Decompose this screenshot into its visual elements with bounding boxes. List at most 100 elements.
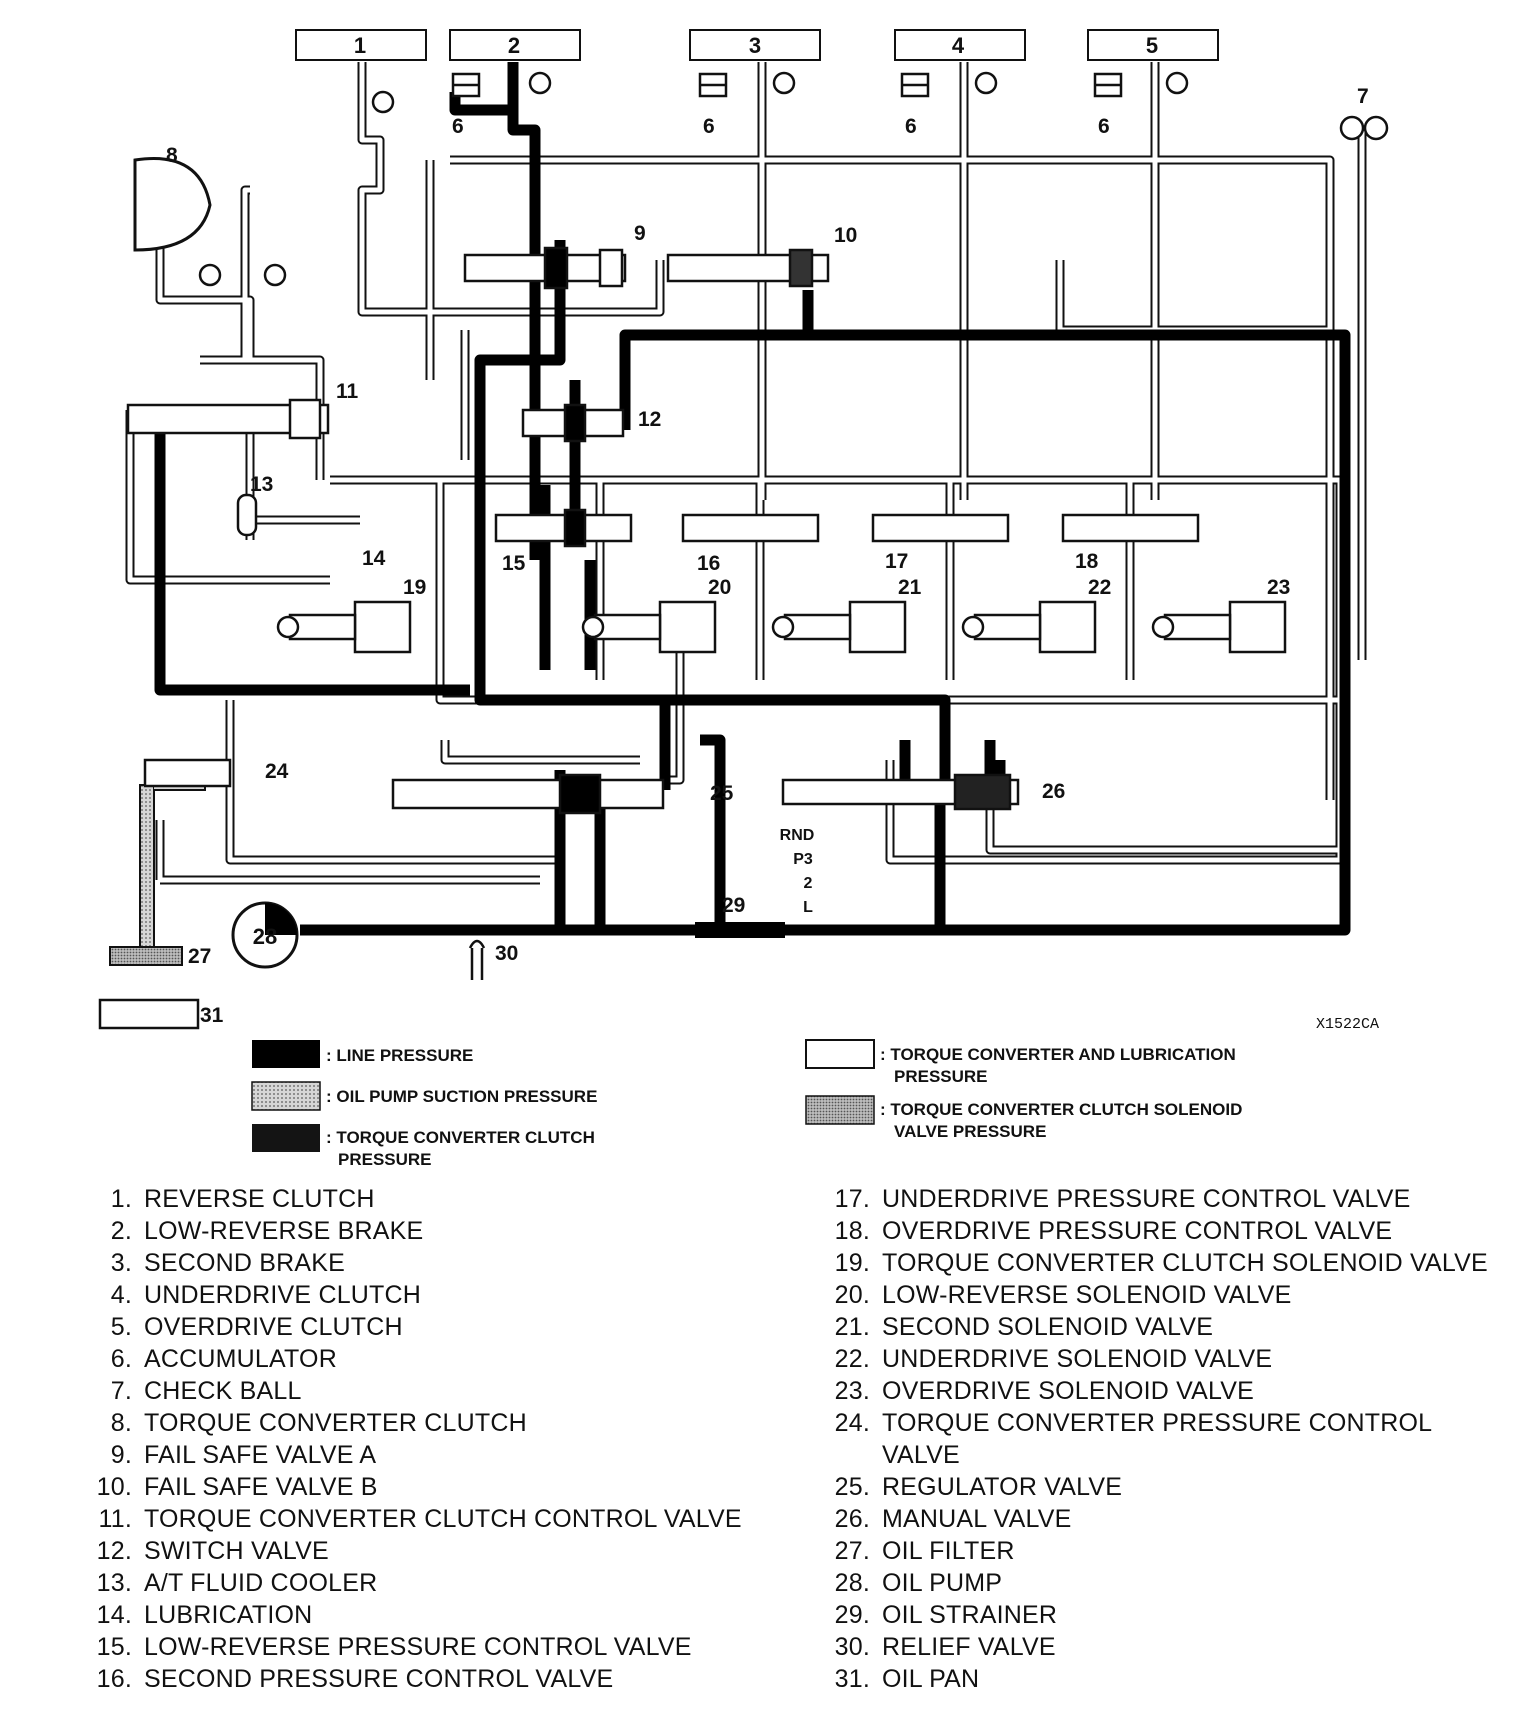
legend-item-text: OVERDRIVE SOLENOID VALVE	[882, 1377, 1255, 1405]
legend-item-number: 11.	[98, 1505, 132, 1533]
key-oil-pump-suction: : OIL PUMP SUCTION PRESSURE	[326, 1087, 597, 1106]
legend-item: 6.ACCUMULATOR	[84, 1343, 764, 1375]
legend-item-text: A/T FLUID COOLER	[144, 1569, 378, 1597]
legend-item-text: UNDERDRIVE SOLENOID VALVE	[882, 1345, 1273, 1373]
lube-passages-inner	[127, 62, 1365, 883]
legend-item-text: LUBRICATION	[144, 1601, 313, 1629]
relief-valve-symbol	[468, 939, 486, 980]
legend-item-number: 12.	[96, 1537, 132, 1565]
manual-valve-positions: RND P3 2 L	[780, 827, 815, 916]
suction-passages	[109, 770, 206, 966]
callout-6b: 6	[703, 115, 715, 138]
legend-item-number: 14.	[96, 1601, 132, 1629]
position-2: 2	[804, 875, 813, 892]
legend-item-text: FAIL SAFE VALVE A	[144, 1441, 377, 1469]
legend-item-number: 4.	[110, 1281, 132, 1309]
legend-item-text: OIL PUMP	[882, 1569, 1003, 1597]
key-tcc-pressure-line2: PRESSURE	[338, 1150, 432, 1169]
legend-item-text: TORQUE CONVERTER CLUTCH CONTROL VALVE	[144, 1505, 742, 1533]
component-legend-right: 17. UNDERDRIVE PRESSURE CONTROL VALVE 18. O…	[822, 1183, 1492, 1695]
callout-31: 31	[200, 1004, 224, 1027]
solenoid-valves	[276, 600, 1287, 654]
legend-item: 10. FAIL SAFE VALVE B	[84, 1471, 764, 1503]
legend-item-number: 21.	[834, 1313, 870, 1341]
legend-item-number: 7.	[110, 1377, 132, 1405]
callout-14: 14	[362, 547, 386, 570]
legend-item-text: OVERDRIVE CLUTCH	[144, 1313, 403, 1341]
legend-item-text: FAIL SAFE VALVE B	[144, 1473, 378, 1501]
legend-item-text: OIL PAN	[882, 1665, 980, 1693]
legend-item-number: 5.	[110, 1313, 132, 1341]
callout-6d: 6	[1098, 115, 1110, 138]
legend-item-number: 3.	[110, 1249, 132, 1277]
legend-item-text: MANUAL VALVE	[882, 1505, 1072, 1533]
callout-18: 18	[1075, 550, 1099, 573]
legend-item-number: 29.	[834, 1601, 870, 1629]
legend-item-number: 28.	[834, 1569, 870, 1597]
callout-30: 30	[495, 942, 518, 965]
legend-item-text: SWITCH VALVE	[144, 1537, 329, 1565]
legend-item-number: 2.	[110, 1217, 132, 1245]
key-swatch-tc-lube	[805, 1039, 875, 1069]
legend-item-text: TORQUE CONVERTER CLUTCH SOLENOID VALVE	[882, 1249, 1488, 1277]
legend-item-text: OIL FILTER	[882, 1537, 1015, 1565]
callout-16: 16	[697, 552, 720, 575]
legend-item-text: UNDERDRIVE PRESSURE CONTROL VALVE	[882, 1185, 1411, 1213]
line-pressure-passages	[154, 62, 1351, 936]
callout-13: 13	[250, 473, 273, 496]
legend-item: 9.FAIL SAFE VALVE A	[84, 1439, 764, 1471]
legend-item: 7.CHECK BALL	[84, 1375, 764, 1407]
legend-item-number: 10.	[96, 1473, 132, 1501]
legend-item-number: 17.	[834, 1185, 870, 1213]
legend-item-text: LOW-REVERSE BRAKE	[144, 1217, 424, 1245]
callout-8: 8	[166, 144, 178, 167]
legend-item-number: 25.	[834, 1473, 870, 1501]
legend-item-number: 13.	[96, 1569, 132, 1597]
box-label-5: 5	[1146, 33, 1158, 58]
box-label-4: 4	[952, 33, 965, 58]
legend-item-text: SECOND PRESSURE CONTROL VALVE	[144, 1665, 614, 1693]
legend-item-text: REVERSE CLUTCH	[144, 1185, 375, 1213]
legend-item-number: 18.	[834, 1217, 870, 1245]
callout-6a: 6	[452, 115, 464, 138]
legend-item-number: 19.	[834, 1249, 870, 1277]
legend-item: 30.RELIEF VALVE	[822, 1631, 1492, 1663]
legend-item: 31. OIL PAN	[822, 1663, 1492, 1695]
orifice-symbols	[198, 71, 1189, 287]
callout-23: 23	[1267, 576, 1290, 599]
figure-code: X1522CA	[1316, 1016, 1379, 1033]
callout-10: 10	[834, 224, 857, 247]
callout-9: 9	[634, 222, 646, 245]
legend-item: 23.OVERDRIVE SOLENOID VALVE	[822, 1375, 1492, 1407]
legend-item: 20.LOW-REVERSE SOLENOID VALVE	[822, 1279, 1492, 1311]
oil-strainer-line	[695, 922, 785, 938]
key-line-pressure: : LINE PRESSURE	[326, 1046, 473, 1065]
key-tcc-pressure-line1: : TORQUE CONVERTER CLUTCH	[326, 1128, 595, 1147]
legend-item-number: 8.	[110, 1409, 132, 1437]
callout-29: 29	[722, 894, 745, 917]
legend-item: 4.UNDERDRIVE CLUTCH	[84, 1279, 764, 1311]
callout-28: 28	[253, 924, 277, 949]
position-l: L	[803, 899, 813, 916]
legend-item: 3.SECOND BRAKE	[84, 1247, 764, 1279]
legend-item: 28. OIL PUMP	[822, 1567, 1492, 1599]
accumulator-symbols	[451, 72, 1123, 98]
position-rnd: RND	[780, 827, 815, 844]
legend-item: 21.SECOND SOLENOID VALVE	[822, 1311, 1492, 1343]
callout-7: 7	[1357, 85, 1369, 108]
legend-item-number: 1.	[110, 1185, 132, 1213]
key-swatch-line-pressure	[252, 1040, 320, 1068]
legend-item: 15.LOW-REVERSE PRESSURE CONTROL VALVE	[84, 1631, 764, 1663]
legend-item-number: 31.	[834, 1665, 870, 1693]
legend-item-text: RELIEF VALVE	[882, 1633, 1056, 1661]
legend-item: 2. LOW-REVERSE BRAKE	[84, 1215, 764, 1247]
callout-6c: 6	[905, 115, 917, 138]
callout-12: 12	[638, 408, 661, 431]
legend-item: 13. A/T FLUID COOLER	[84, 1567, 764, 1599]
legend-item: 5. OVERDRIVE CLUTCH	[84, 1311, 764, 1343]
key-swatch-suction	[251, 1081, 321, 1111]
legend-item-text: OVERDRIVE PRESSURE CONTROL VALVE	[882, 1217, 1393, 1245]
legend-item-text: TORQUE CONVERTER PRESSURE CONTROL VALVE	[882, 1409, 1432, 1469]
